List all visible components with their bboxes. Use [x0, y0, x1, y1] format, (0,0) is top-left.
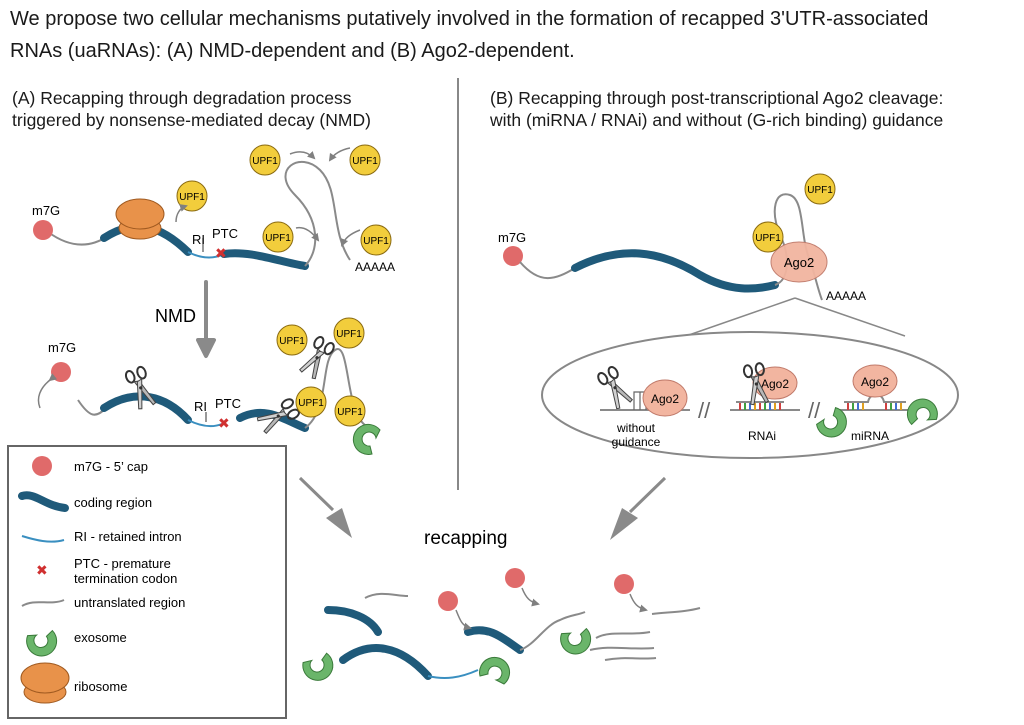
ptc-marker-icon: ✖ — [215, 245, 227, 261]
svg-text:Ago2: Ago2 — [761, 377, 789, 391]
legend-item-utr: untranslated region — [74, 595, 185, 610]
legend-item-coding: coding region — [74, 495, 152, 510]
mirna-label: miRNA — [851, 429, 889, 443]
ago2-main — [770, 241, 828, 283]
svg-text:UPF1: UPF1 — [252, 156, 278, 167]
svg-text:UPF1: UPF1 — [807, 185, 833, 196]
panel-a-mrna-top — [47, 160, 351, 270]
separator-2: // — [808, 398, 821, 423]
svg-text:UPF1: UPF1 — [298, 398, 324, 409]
without-guidance-label-2: guidance — [612, 435, 661, 449]
polya-label-b: AAAAA — [826, 289, 866, 303]
ri-label-a-bottom: RI — [194, 399, 207, 414]
nmd-label: NMD — [155, 306, 196, 326]
recapping-products — [324, 592, 701, 680]
svg-text:UPF1: UPF1 — [179, 192, 205, 203]
m7g-label-a-bottom: m7G — [48, 340, 76, 355]
upf1-arrows-a-top — [175, 147, 361, 247]
separator-1: // — [698, 398, 711, 423]
svg-text:UPF1: UPF1 — [352, 156, 378, 167]
ptc-label-a-top: PTC — [212, 226, 238, 241]
m7g-cap-b — [503, 246, 523, 266]
m7g-cap-a-bottom — [51, 362, 71, 382]
rnai-label: RNAi — [748, 429, 776, 443]
legend: m7G - 5’ cap coding region RI - retained… — [18, 456, 185, 704]
legend-item-ribosome: ribosome — [74, 679, 127, 694]
legend-coding-icon — [18, 491, 69, 512]
polya-label-a: AAAAA — [355, 260, 395, 274]
ribosome-icon — [115, 198, 165, 240]
svg-text:UPF1: UPF1 — [336, 329, 362, 340]
legend-item-intron: RI - retained intron — [74, 529, 182, 544]
panel-b-heading-1: (B) Recapping through post-transcription… — [490, 88, 944, 108]
scissors-icon-a2 — [254, 396, 302, 436]
m7g-cap-product-3 — [614, 574, 634, 594]
legend-ptc-icon: ✖ — [36, 562, 48, 578]
upf1-group-a-top: UPF1 UPF1 UPF1 UPF1 UPF1 — [176, 144, 392, 256]
arrow-to-recapping-right — [628, 476, 667, 514]
exosome-icon-a — [352, 423, 381, 455]
svg-text:UPF1: UPF1 — [279, 336, 305, 347]
upf1-group-a-bottom: UPF1 UPF1 UPF1 UPF1 — [276, 317, 366, 427]
legend-intron-icon — [21, 535, 65, 543]
svg-text:UPF1: UPF1 — [755, 233, 781, 244]
mechanism-rnai: Ago2 RNAi — [730, 361, 800, 443]
exosome-icon-p3 — [556, 620, 597, 660]
ri-label-a-top: RI — [192, 232, 205, 247]
m7g-cap-product-2 — [505, 568, 525, 588]
ptc-marker-icon-2: ✖ — [218, 415, 230, 431]
without-guidance-label-1: without — [616, 421, 656, 435]
legend-utr-icon — [21, 599, 65, 607]
title-line-1: We propose two cellular mechanisms putat… — [10, 8, 929, 30]
title-line-2: RNAs (uaRNAs): (A) NMD-dependent and (B)… — [10, 40, 575, 62]
legend-item-cap: m7G - 5’ cap — [74, 459, 148, 474]
cap-release-arrow — [37, 373, 58, 409]
arrow-to-recapping-left — [298, 476, 335, 512]
svg-text:Ago2: Ago2 — [651, 392, 679, 406]
scissors-icon-a1 — [123, 364, 158, 412]
panel-a-heading-2: triggered by nonsense-mediated decay (NM… — [12, 110, 371, 130]
mechanism-mirna: Ago2 miRNA — [813, 364, 942, 444]
svg-text:Ago2: Ago2 — [861, 375, 889, 389]
m7g-cap-a-top — [33, 220, 53, 240]
panel-b-heading-2: with (miRNA / RNAi) and without (G-rich … — [490, 110, 944, 130]
panel-a-heading-1: (A) Recapping through degradation proces… — [12, 88, 352, 108]
m7g-cap-product-1 — [438, 591, 458, 611]
svg-text:UPF1: UPF1 — [337, 407, 363, 418]
svg-text:UPF1: UPF1 — [363, 236, 389, 247]
upf1-b-2 — [804, 173, 836, 205]
m7g-label-b: m7G — [498, 230, 526, 245]
ptc-label-a-bottom: PTC — [215, 396, 241, 411]
ago2-label-main: Ago2 — [784, 255, 814, 270]
recapping-label: recapping — [424, 528, 507, 549]
zoom-bubble — [541, 331, 959, 459]
m7g-label-a-top: m7G — [32, 203, 60, 218]
mechanism-without-guidance: Ago2 without guidance — [595, 364, 690, 449]
nmd-arrow — [196, 280, 216, 358]
legend-ribosome-icon — [20, 662, 70, 704]
exosome-icon-p1 — [298, 646, 340, 688]
svg-text:UPF1: UPF1 — [265, 233, 291, 244]
legend-cap-icon — [32, 456, 52, 476]
legend-item-exosome: exosome — [74, 630, 127, 645]
legend-item-ptc-1: PTC - premature — [74, 556, 171, 571]
exosome-icon-p2 — [479, 656, 511, 685]
recap-arrows — [455, 587, 648, 631]
legend-item-ptc-2: termination codon — [74, 571, 177, 586]
upf1-b-1 — [752, 221, 784, 253]
